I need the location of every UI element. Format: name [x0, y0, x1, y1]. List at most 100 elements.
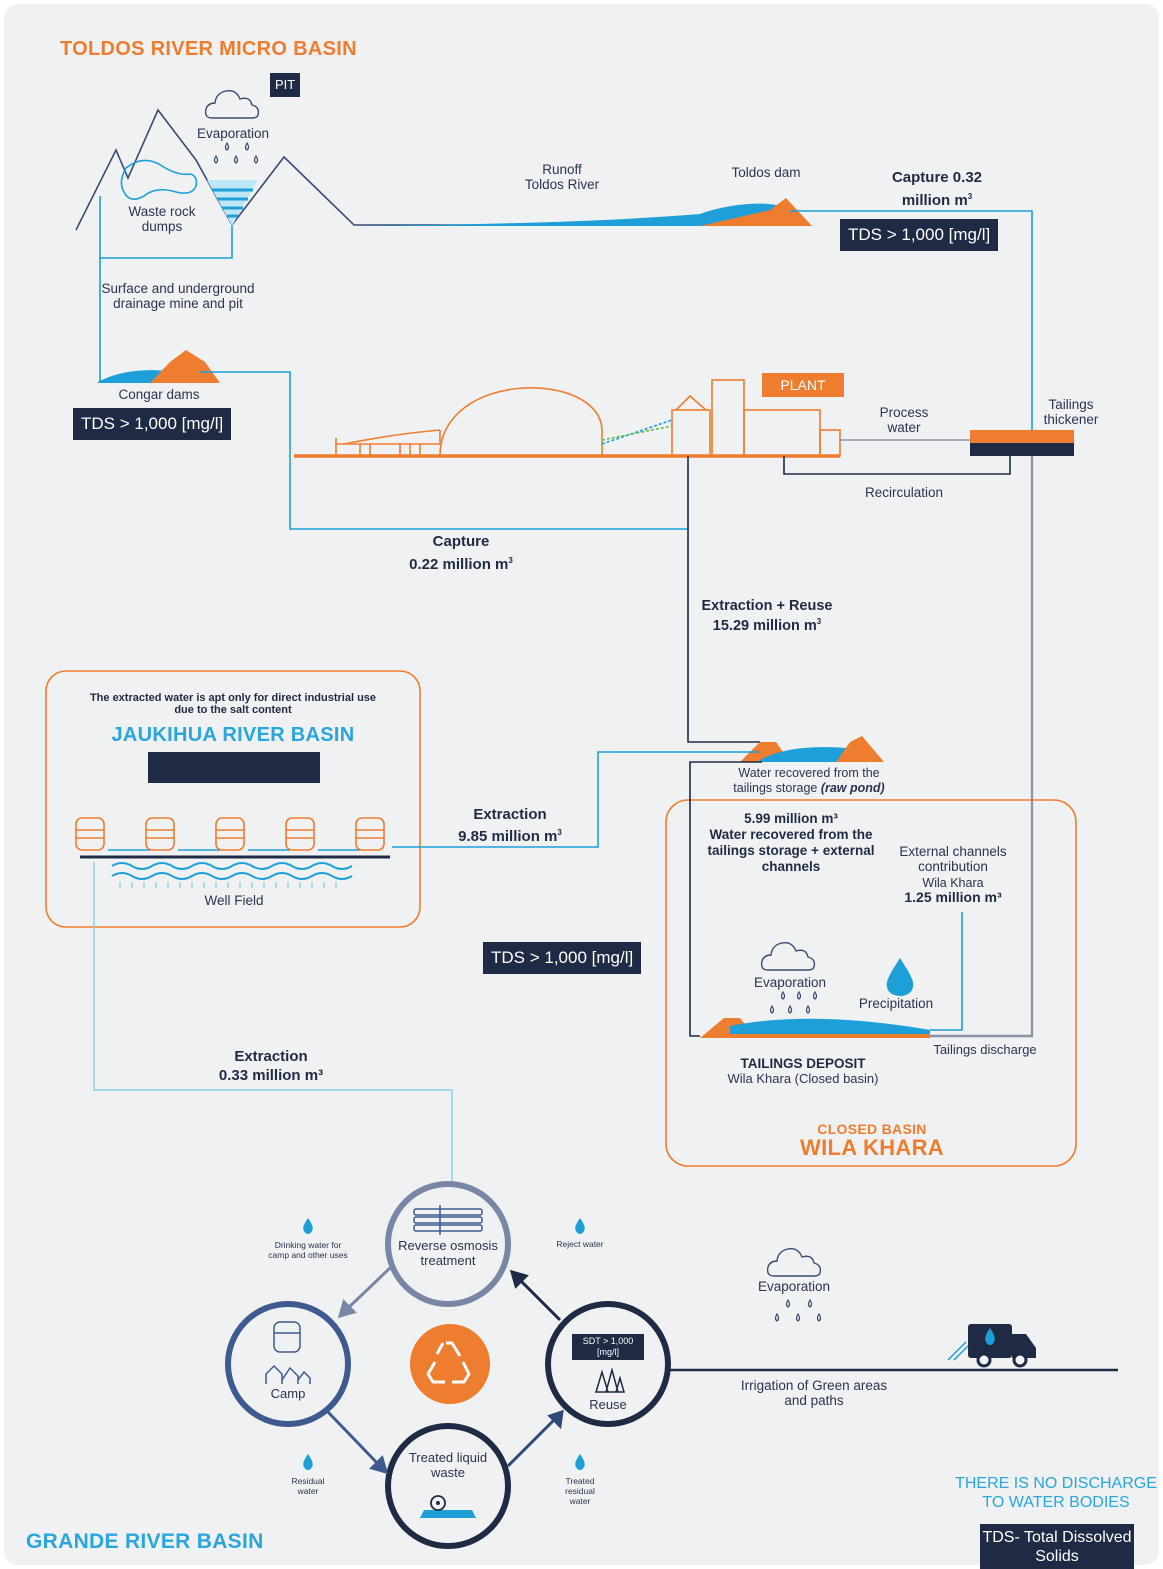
- treated-liquid-waste-label: Treated liquid waste: [408, 1450, 488, 1480]
- extraction-line: [392, 751, 760, 848]
- camp-label: Camp: [270, 1386, 306, 1401]
- trees-icon: [594, 1367, 625, 1393]
- extraction-mid-line1: Extraction: [473, 806, 547, 823]
- extraction-low-line1: Extraction: [234, 1048, 308, 1065]
- tailings-thickener-label: Tailings thickener: [1043, 397, 1099, 427]
- wila-khara-return-line: [689, 761, 762, 1037]
- treated-waste-icon: [420, 1495, 476, 1518]
- wila-khara-box: [665, 799, 1077, 1167]
- capture-mid-line1: Capture: [432, 533, 490, 550]
- extraction-reuse-label: Extraction + Reuse 15.29 million m3: [690, 598, 844, 634]
- extraction-reuse-line: [687, 456, 760, 743]
- toldos-dam: [700, 198, 812, 226]
- congar-dams: [98, 350, 220, 383]
- drainage-label: Surface and underground drainage mine an…: [101, 281, 255, 311]
- jaukihua-note: The extracted water is apt only for dire…: [89, 692, 377, 716]
- extraction-reuse-line2: 15.29 million m: [712, 617, 817, 634]
- precipitation-label: Precipitation: [858, 996, 934, 1011]
- raw-pond-italic: (raw pond): [820, 781, 885, 795]
- background-panel: [4, 4, 1159, 1565]
- no-discharge-note: THERE IS NO DISCHARGE TO WATER BODIES: [955, 1475, 1157, 1511]
- jaukihua-dark-bar: [148, 752, 320, 783]
- evaporation-drops: [213, 141, 259, 164]
- water-drop-icon: [886, 958, 914, 996]
- tds-box-congar: TDS > 1,000 [mg/l]: [73, 408, 232, 440]
- capture-mid-line2: 0.22 million m: [409, 556, 509, 573]
- well-pump-icon: [75, 817, 385, 851]
- recirculation-label: Recirculation: [864, 485, 944, 500]
- wila-khara-title: WILA KHARA: [800, 1135, 944, 1160]
- waste-rock-label: Waste rock dumps: [128, 204, 196, 234]
- reverse-osmosis-icon: [413, 1205, 483, 1235]
- recirculation-line: [783, 456, 1011, 475]
- toldos-river: [360, 198, 812, 226]
- plant-badge: [762, 373, 844, 397]
- tailings-thickener: [970, 430, 1074, 456]
- evaporation-low-label: Evaporation: [757, 1279, 831, 1294]
- well-field: [80, 849, 390, 888]
- extraction-low-label: Extraction 0.33 million m³: [196, 1047, 346, 1085]
- raw-pond-line2: tailings storage: [733, 781, 818, 795]
- truck-icon: [947, 1324, 1036, 1368]
- treated-residual-water-label: Treated residual water: [565, 1476, 595, 1506]
- cloud-icon: [760, 941, 816, 971]
- cloud-icon: [766, 1247, 822, 1277]
- runoff-label: Runoff Toldos River: [524, 162, 600, 192]
- capture-lines: [99, 196, 1033, 530]
- evaporation-drops: [774, 1298, 822, 1322]
- water-drop-icon: [303, 1218, 585, 1470]
- recovered-text: Water recovered from the tailings storag…: [707, 827, 875, 874]
- tds-box-middle: TDS > 1,000 [mg/l]: [483, 942, 642, 974]
- jaukihua-box: [45, 670, 421, 928]
- reuse-label: Reuse: [589, 1397, 627, 1412]
- tds-legend: TDS- Total Dissolved Solids: [982, 1529, 1132, 1565]
- drinking-water-label: Drinking water for camp and other uses: [268, 1240, 348, 1260]
- wila-khara-label: Wila Khara: [922, 876, 984, 890]
- toldos-title: TOLDOS RIVER MICRO BASIN: [60, 38, 357, 60]
- capture-top-label: Capture 0.32 million m3: [862, 168, 1012, 210]
- closed-basin-label: CLOSED BASIN: [817, 1121, 927, 1137]
- process-water-label: Process water: [879, 405, 929, 435]
- capture-top-line1: Capture 0.32: [891, 169, 983, 186]
- tds-box-top: TDS > 1,000 [mg/l]: [840, 219, 999, 251]
- irrigation-label: Irrigation of Green areas and paths: [740, 1378, 888, 1408]
- congar-dams-label: Congar dams: [118, 387, 200, 402]
- cycle-arrows: [326, 1266, 564, 1475]
- tailings-discharge-line: [930, 456, 1034, 1038]
- jaukihua-title: JAUKIHUA RIVER BASIN: [111, 724, 355, 746]
- extraction-ro-line: [93, 862, 453, 1182]
- evaporation-top-label: Evaporation: [196, 126, 270, 141]
- evaporation-drops: [769, 990, 818, 1014]
- evaporation-mid-label: Evaporation: [753, 975, 827, 990]
- mountain-pit-illustration: [75, 108, 546, 231]
- sdt-label: SDT > 1,000 [mg/l]: [582, 1336, 634, 1357]
- external-channel-line: [930, 912, 963, 1031]
- external-channels-label: External channels contribution: [899, 844, 1007, 874]
- cloud-icon: [204, 89, 260, 119]
- capture-mid-label: Capture 0.22 million m3: [390, 532, 532, 574]
- raw-pond-line1: Water recovered from the: [738, 766, 880, 780]
- tailings-discharge-label: Tailings discharge: [933, 1042, 1037, 1057]
- residual-water-label: Residual water: [291, 1476, 325, 1496]
- extraction-reuse-line1: Extraction + Reuse: [701, 598, 833, 614]
- toldos-dam-label: Toldos dam: [731, 165, 801, 180]
- raw-pond: [740, 736, 884, 762]
- pit-badge: PIT: [270, 73, 301, 97]
- extraction-mid-line2: 9.85 million m: [458, 828, 558, 845]
- recycle-center: [410, 1324, 490, 1404]
- plant-illustration: [294, 379, 841, 458]
- tailings-deposit-sub: Wila Khara (Closed basin): [727, 1071, 879, 1086]
- raw-pond-label: Water recovered from the tailings storag…: [712, 766, 906, 796]
- tailings-deposit-title: TAILINGS DEPOSIT: [740, 1056, 866, 1071]
- recovered-value: 5.99 million m³: [744, 811, 838, 826]
- reverse-osmosis-label: Reverse osmosis treatment: [398, 1238, 498, 1268]
- tailings-deposit: [700, 1018, 930, 1038]
- capture-top-line2: million m: [901, 192, 968, 209]
- extraction-mid-label: Extraction 9.85 million m3: [440, 806, 580, 846]
- plant-label: PLANT: [780, 377, 826, 393]
- sdt-box-bg: [572, 1334, 644, 1360]
- recycle-icon: [426, 1341, 471, 1384]
- grande-title: GRANDE RIVER BASIN: [26, 1530, 264, 1553]
- tds-legend-bg: [980, 1524, 1134, 1569]
